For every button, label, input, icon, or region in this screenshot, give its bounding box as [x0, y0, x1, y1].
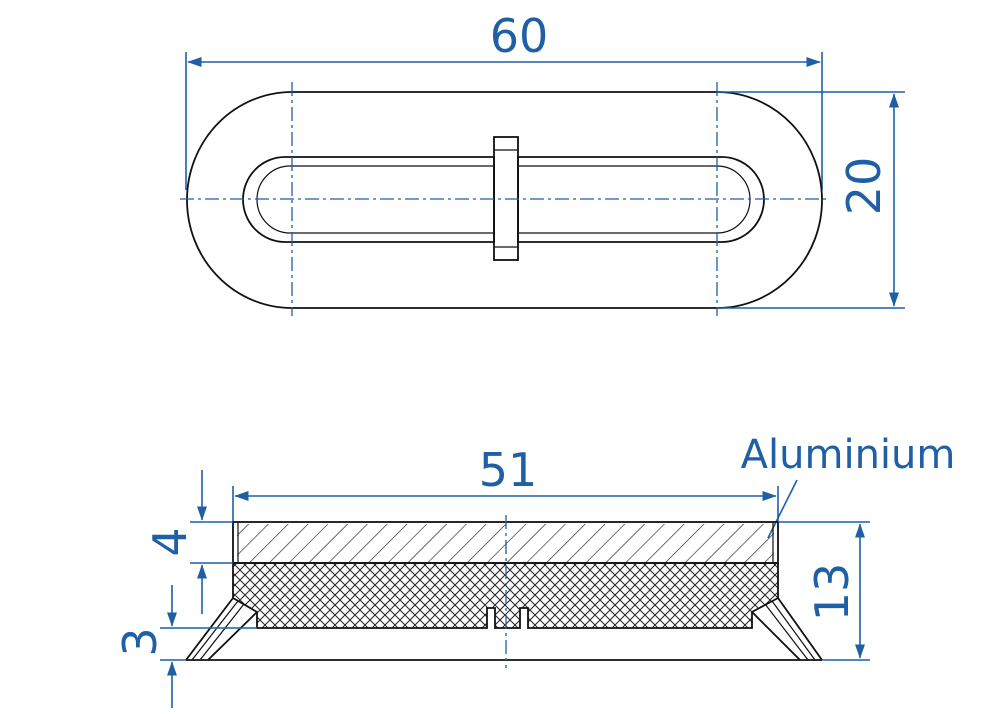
right-slot	[517, 156, 765, 243]
side-view: 51 Aluminium 4 3	[113, 432, 955, 708]
length-label: 60	[490, 9, 549, 63]
bottom-label: 3	[113, 627, 167, 656]
material-label: Aluminium	[741, 432, 956, 478]
base-wing-right	[751, 597, 823, 661]
top-layer-label: 4	[143, 527, 197, 556]
anode-body	[232, 562, 779, 629]
anode-body-hatch	[233, 563, 778, 628]
top-view: 60 20	[180, 9, 905, 316]
left-slot	[242, 156, 495, 243]
anode-outline	[186, 91, 823, 309]
height-label: 13	[805, 563, 859, 622]
inner-length-label: 51	[479, 443, 538, 497]
width-label: 20	[837, 157, 891, 216]
right-slot-inner	[517, 165, 751, 234]
base-wing-left	[185, 597, 258, 661]
base-wing-left-inner	[191, 600, 245, 661]
left-slot-inner	[256, 165, 495, 234]
base-wing-right-inner	[764, 600, 816, 661]
